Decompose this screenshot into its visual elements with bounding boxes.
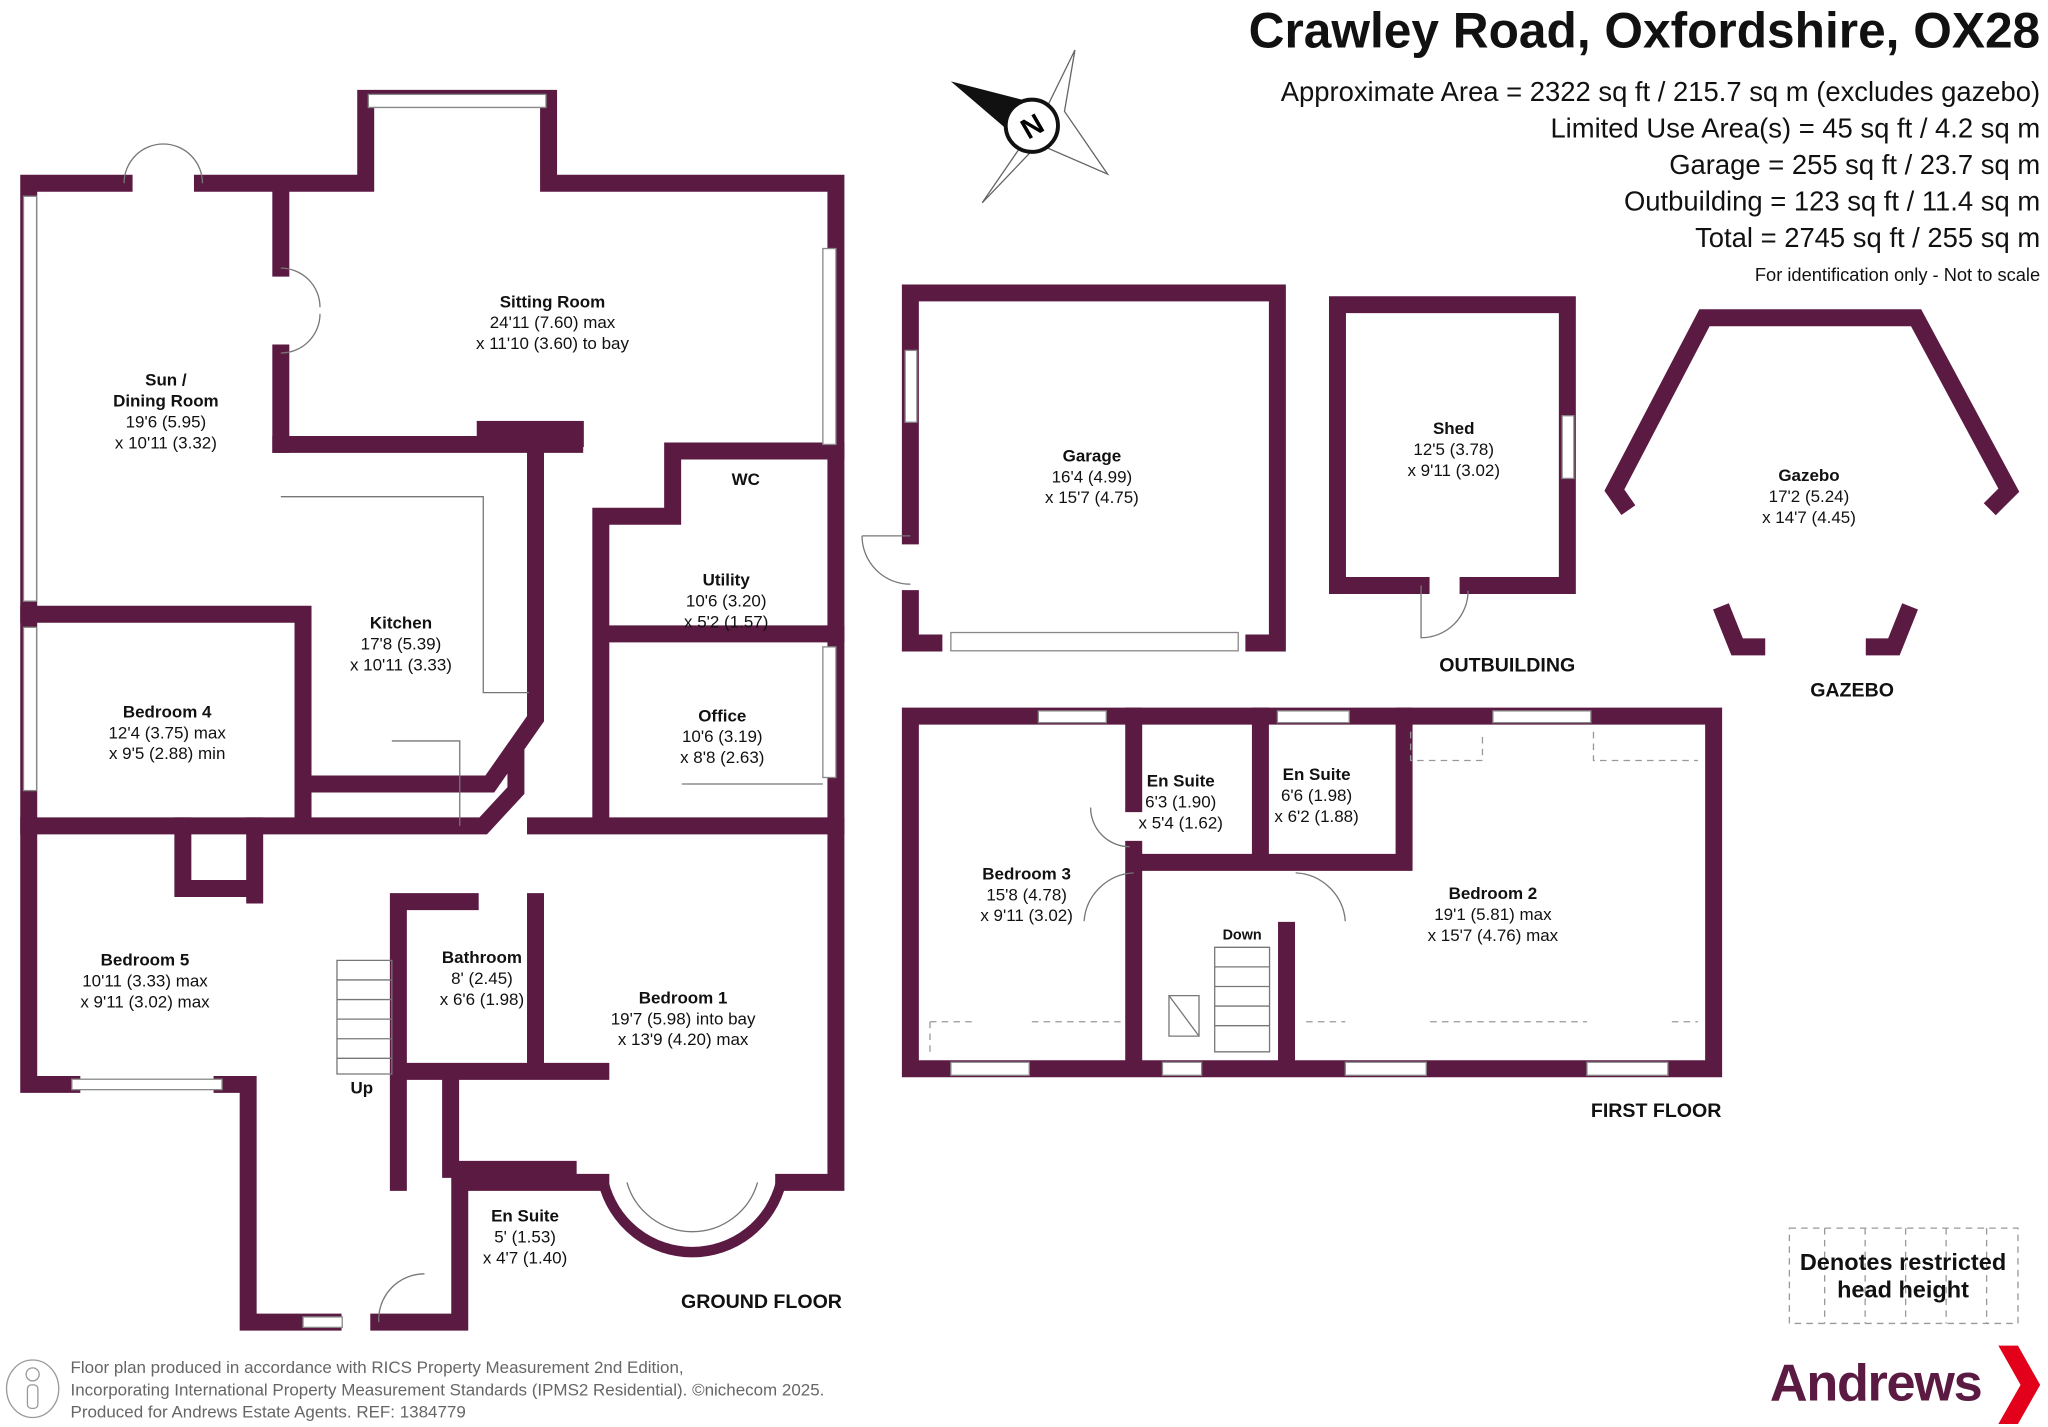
svg-text:12'4 (3.75) max: 12'4 (3.75) max [108,723,226,742]
footer-line: Floor plan produced in accordance with R… [71,1358,684,1377]
svg-text:En Suite: En Suite [1283,765,1351,784]
svg-text:12'5 (3.78): 12'5 (3.78) [1413,440,1494,459]
svg-text:Bedroom 4: Bedroom 4 [123,702,212,721]
first-floor-walls [901,707,1723,1078]
andrews-logo: Andrews [1770,1345,2041,1425]
room-kitchen: Kitchen 17'8 (5.39) x 10'11 (3.33) [350,614,452,675]
ground-floor-walls [20,89,845,1331]
room-bedroom-5: Bedroom 5 10'11 (3.33) max x 9'11 (3.02)… [80,951,210,1012]
room-sitting-room: Sitting Room 24'11 (7.60) max x 11'10 (3… [476,292,629,353]
area-line: Garage = 255 sq ft / 23.7 sq m [1669,149,2040,180]
room-en-suite-1: En Suite 6'3 (1.90) x 5'4 (1.62) [1139,772,1223,833]
area-line: Limited Use Area(s) = 45 sq ft / 4.2 sq … [1550,113,2040,144]
svg-text:Office: Office [698,706,746,725]
svg-text:x 15'7 (4.76) max: x 15'7 (4.76) max [1428,926,1559,945]
svg-text:x 10'11 (3.32): x 10'11 (3.32) [115,433,217,452]
svg-text:Dining Room: Dining Room [113,392,219,411]
svg-text:x 11'10 (3.60) to bay: x 11'10 (3.60) to bay [476,334,629,353]
svg-text:Garage: Garage [1063,446,1121,465]
room-bathroom: Bathroom 8' (2.45) x 6'6 (1.98) [440,948,524,1009]
svg-text:x 9'5 (2.88) min: x 9'5 (2.88) min [109,744,225,763]
svg-text:15'8 (4.78): 15'8 (4.78) [986,885,1067,904]
svg-text:x 9'11 (3.02): x 9'11 (3.02) [980,906,1073,925]
svg-text:x 10'11 (3.33): x 10'11 (3.33) [350,655,452,674]
restricted-height-legend: Denotes restricted head height [1788,1227,2019,1325]
gazebo-label: GAZEBO [1810,680,1894,702]
svg-text:Bedroom 3: Bedroom 3 [982,864,1071,883]
room-bedroom-1: Bedroom 1 19'7 (5.98) into bay x 13'9 (4… [611,988,756,1049]
svg-text:Bedroom 5: Bedroom 5 [101,951,190,970]
svg-text:19'6 (5.95): 19'6 (5.95) [126,412,207,431]
footer-line: Produced for Andrews Estate Agents. REF:… [71,1403,466,1422]
garage: Garage 16'4 (4.99) x 15'7 (4.75) [861,284,1286,652]
svg-text:x 5'4 (1.62): x 5'4 (1.62) [1139,813,1223,832]
first-floor-label: FIRST FLOOR [1591,1100,1722,1122]
room-wc: WC [732,470,760,489]
room-office: Office 10'6 (3.19) x 8'8 (2.63) [680,706,764,767]
svg-text:x 13'9 (4.20) max: x 13'9 (4.20) max [618,1030,749,1049]
svg-text:Sitting Room: Sitting Room [500,292,606,311]
svg-text:x 6'6 (1.98): x 6'6 (1.98) [440,990,524,1009]
svg-text:Bathroom: Bathroom [442,948,522,967]
svg-text:19'1 (5.81) max: 19'1 (5.81) max [1434,905,1552,924]
outbuilding-label: OUTBUILDING [1439,655,1575,677]
ground-floor-label: GROUND FLOOR [681,1291,842,1313]
svg-text:En Suite: En Suite [491,1207,559,1226]
svg-text:x 9'11 (3.02): x 9'11 (3.02) [1407,461,1500,480]
svg-text:17'2 (5.24): 17'2 (5.24) [1769,487,1850,506]
room-en-suite-ground: En Suite 5' (1.53) x 4'7 (1.40) [483,1207,567,1268]
svg-text:5' (1.53): 5' (1.53) [494,1227,556,1246]
svg-text:x 15'7 (4.75): x 15'7 (4.75) [1045,488,1139,507]
svg-text:16'4 (4.99): 16'4 (4.99) [1052,467,1133,486]
gazebo: Gazebo 17'2 (5.24) x 14'7 (4.45) [1604,309,2020,656]
rics-icon [5,1359,60,1419]
svg-text:Shed: Shed [1433,419,1475,438]
room-bedroom-2: Bedroom 2 19'1 (5.81) max x 15'7 (4.76) … [1428,884,1559,945]
room-utility: Utility 10'6 (3.20) x 5'2 (1.57) [684,570,768,631]
svg-text:En Suite: En Suite [1147,772,1215,791]
svg-text:x 9'11 (3.02) max: x 9'11 (3.02) max [80,992,210,1011]
svg-text:Bedroom 2: Bedroom 2 [1449,884,1538,903]
outbuilding-shed: Shed 12'5 (3.78) x 9'11 (3.02) [1328,296,1576,639]
room-bedroom-3: Bedroom 3 15'8 (4.78) x 9'11 (3.02) [980,864,1073,925]
svg-text:24'11 (7.60) max: 24'11 (7.60) max [490,313,616,332]
svg-text:10'11 (3.33) max: 10'11 (3.33) max [82,971,208,990]
property-title: Crawley Road, Oxfordshire, OX28 [1249,2,2041,58]
disclaimer: For identification only - Not to scale [1755,264,2040,285]
svg-text:Sun /: Sun / [145,371,187,390]
svg-text:19'7 (5.98) into bay: 19'7 (5.98) into bay [611,1009,756,1028]
svg-text:10'6 (3.20): 10'6 (3.20) [686,591,767,610]
svg-text:Gazebo: Gazebo [1778,466,1839,485]
svg-text:17'8 (5.39): 17'8 (5.39) [361,634,442,653]
svg-text:8' (2.45): 8' (2.45) [451,969,513,988]
svg-text:6'6 (1.98): 6'6 (1.98) [1281,786,1352,805]
area-line: Outbuilding = 123 sq ft / 11.4 sq m [1624,186,2040,217]
svg-text:Andrews: Andrews [1770,1355,1981,1413]
svg-text:x 14'7 (4.45): x 14'7 (4.45) [1762,508,1856,527]
area-line: Approximate Area = 2322 sq ft / 215.7 sq… [1281,76,2040,107]
compass-icon: N [950,49,1110,204]
footer-line: Incorporating International Property Mea… [71,1380,825,1399]
area-line: Total = 2745 sq ft / 255 sq m [1695,222,2040,253]
svg-text:6'3 (1.90): 6'3 (1.90) [1145,793,1216,812]
svg-text:Denotes restricted: Denotes restricted [1800,1249,2006,1275]
svg-text:Utility: Utility [703,570,751,589]
svg-text:x 5'2 (1.57): x 5'2 (1.57) [684,612,768,631]
svg-text:head height: head height [1837,1276,1969,1302]
stairs-down-label: Down [1223,927,1262,943]
svg-text:x 6'2 (1.88): x 6'2 (1.88) [1274,807,1358,826]
svg-text:x 8'8 (2.63): x 8'8 (2.63) [680,748,764,767]
stairs-up-label: Up [350,1079,373,1098]
svg-text:Kitchen: Kitchen [370,614,432,633]
room-en-suite-2: En Suite 6'6 (1.98) x 6'2 (1.88) [1274,765,1358,826]
svg-text:10'6 (3.19): 10'6 (3.19) [682,727,763,746]
room-sun-dining-room: Sun / Dining Room 19'6 (5.95) x 10'11 (3… [113,371,219,453]
svg-text:x 4'7 (1.40): x 4'7 (1.40) [483,1248,567,1267]
room-bedroom-4: Bedroom 4 12'4 (3.75) max x 9'5 (2.88) m… [108,702,226,763]
svg-text:Bedroom 1: Bedroom 1 [639,988,728,1007]
